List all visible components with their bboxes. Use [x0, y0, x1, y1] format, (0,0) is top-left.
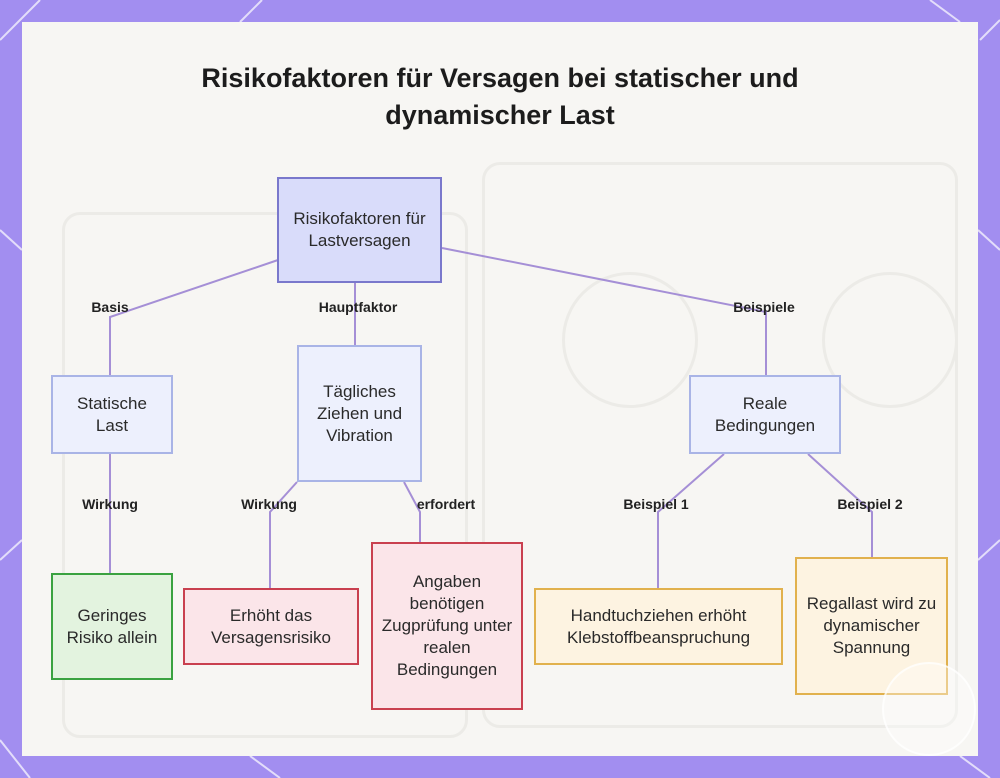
background-card-decoration — [482, 162, 958, 728]
edge-label-wirkung-static: Wirkung — [82, 496, 138, 512]
connector-lines — [109, 247, 873, 588]
background-circle-decoration — [562, 272, 698, 408]
node-risk-factors-root: Risikofaktoren für Lastversagen — [277, 177, 442, 283]
edge-root-real — [441, 247, 767, 375]
edge-label-wirkung-daily: Wirkung — [241, 496, 297, 512]
node-real-conditions: Reale Bedingungen — [689, 375, 841, 454]
node-low-risk-alone: Geringes Risiko allein — [51, 573, 173, 680]
edge-label-basis: Basis — [91, 299, 129, 315]
node-static-load: Statische Last — [51, 375, 173, 454]
background-circle-decoration — [822, 272, 958, 408]
diagram-canvas: Risikofaktoren für Versagen bei statisch… — [22, 22, 978, 756]
watermark-logo — [882, 662, 976, 756]
edge-daily-specs — [403, 481, 421, 542]
node-specs-require-pull-test: Angaben benötigen Zugprüfung unter reale… — [371, 542, 523, 710]
background-card-decoration — [62, 212, 468, 738]
edge-label-beispiel-2: Beispiel 2 — [837, 496, 903, 512]
node-increases-failure-risk: Erhöht das Versagensrisiko — [183, 588, 359, 665]
edge-label-erfordert: erfordert — [416, 496, 476, 512]
node-daily-pulling-vibration: Tägliches Ziehen und Vibration — [297, 345, 422, 482]
edge-real-shelf — [807, 453, 873, 557]
edge-label-hauptfaktor: Hauptfaktor — [318, 299, 398, 315]
node-towel-pulling-adhesive-stress: Handtuchziehen erhöht Klebstoffbeanspruc… — [534, 588, 783, 665]
diagram-title: Risikofaktoren für Versagen bei statisch… — [201, 63, 799, 130]
edge-label-beispiele: Beispiele — [733, 299, 795, 315]
edge-daily-increase — [269, 481, 298, 588]
edge-root-static — [109, 259, 279, 376]
edge-real-towel — [657, 453, 725, 588]
edge-label-beispiel-1: Beispiel 1 — [623, 496, 689, 512]
